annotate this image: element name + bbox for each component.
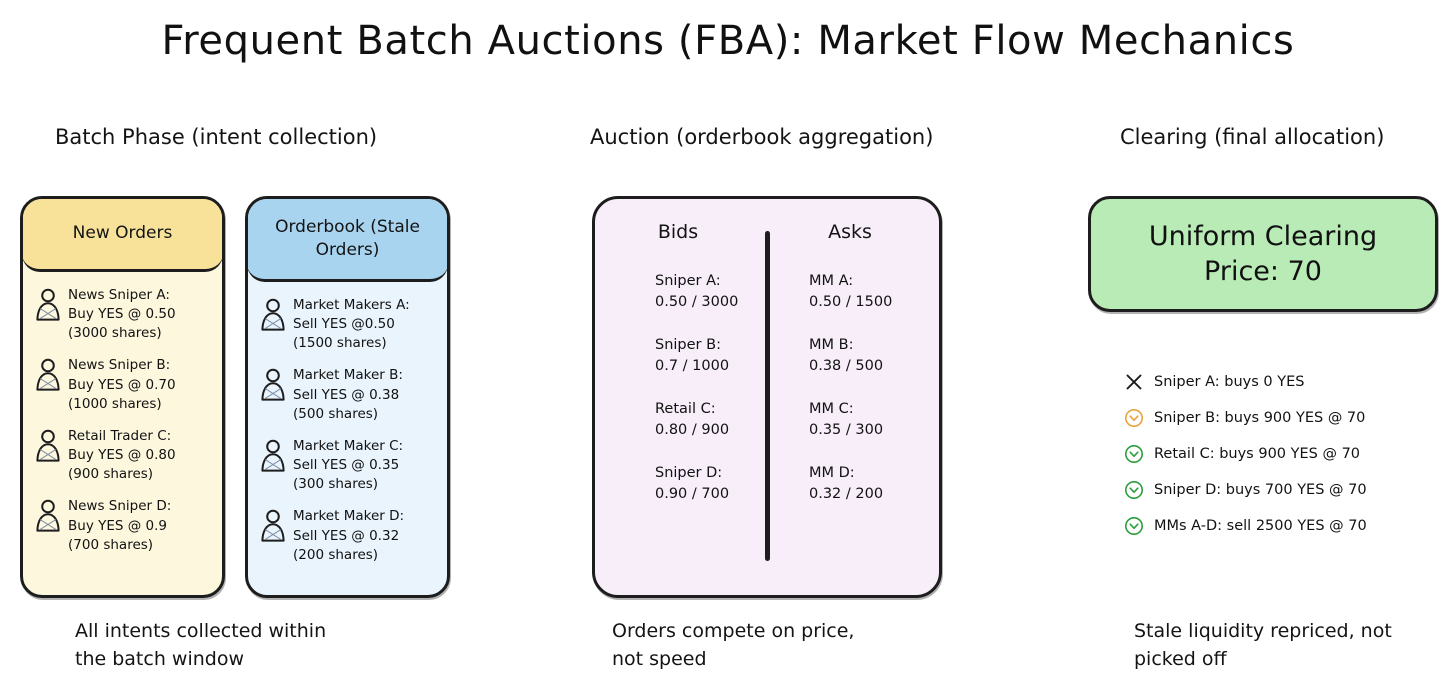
person-icon [35,358,61,392]
order-text: Market Maker D: Sell YES @ 0.32 (200 sha… [293,508,405,563]
person-icon [260,368,286,402]
uniform-clearing-price-box: Uniform Clearing Price: 70 [1088,196,1438,312]
chevron-down-circle-icon [1124,408,1144,428]
order-text: News Sniper B: Buy YES @ 0.70 (1000 shar… [68,357,176,412]
x-icon [1124,372,1144,392]
orderbook-card: Orderbook (Stale Orders) Market Makers A… [245,196,450,598]
auction-entry: Sniper D: 0.90 / 700 [655,465,730,503]
auction-entry: Sniper B: 0.7 / 1000 [655,337,730,375]
person-icon [35,429,61,463]
page-title: Frequent Batch Auctions (FBA): Market Fl… [161,18,1295,64]
auction-entry: Sniper A: 0.50 / 3000 [655,273,739,311]
allocation-text: Sniper B: buys 900 YES @ 70 [1154,410,1366,426]
chevron-down-circle-icon [1124,480,1144,500]
chevron-down-circle-icon [1124,444,1144,464]
column-header-clearing: Clearing (final allocation) [1120,125,1385,149]
chevron-down-circle-icon [1124,516,1144,536]
order-text: News Sniper A: Buy YES @ 0.50 (3000 shar… [68,287,176,342]
new-orders-card-title: New Orders [23,199,222,272]
caption-clearing: Stale liquidity repriced, not picked off [1134,620,1392,670]
order-text: News Sniper D: Buy YES @ 0.9 (700 shares… [68,498,172,553]
allocation-row: Retail C: buys 900 YES @ 70 [1124,436,1454,472]
new-orders-card: New Orders News Sniper A: Buy YES @ 0.50… [20,196,225,598]
caption-batch-phase: All intents collected within the batch w… [75,620,327,670]
auction-entry: Retail C: 0.80 / 900 [655,401,730,439]
asks-entries: MM A: 0.50 / 1500 MM B: 0.38 / 500 MM C: 0… [767,271,927,505]
order-row: Market Maker C: Sell YES @ 0.35 (300 sha… [258,437,437,494]
allocation-text: Sniper D: buys 700 YES @ 70 [1154,482,1367,498]
order-row: Market Maker D: Sell YES @ 0.32 (200 sha… [258,507,437,564]
bids-title: Bids [657,221,699,243]
order-row: News Sniper D: Buy YES @ 0.9 (700 shares… [33,497,212,554]
new-orders-list: News Sniper A: Buy YES @ 0.50 (3000 shar… [23,272,222,565]
clearing-price-text: Uniform Clearing Price: 70 [1148,220,1378,287]
person-icon [260,439,286,473]
column-header-auction: Auction (orderbook aggregation) [590,125,934,149]
allocation-row: Sniper B: buys 900 YES @ 70 [1124,400,1454,436]
column-header-batch-phase: Batch Phase (intent collection) [55,125,378,149]
order-row: Market Makers A: Sell YES @0.50 (1500 sh… [258,296,437,353]
order-text: Market Maker C: Sell YES @ 0.35 (300 sha… [293,437,404,493]
order-row: Market Maker B: Sell YES @ 0.38 (500 sha… [258,366,437,423]
person-icon [260,298,286,332]
asks-title: Asks [828,221,872,243]
person-icon [35,499,61,533]
allocation-row: Sniper A: buys 0 YES [1124,364,1454,400]
order-text: Market Makers A: Sell YES @0.50 (1500 sh… [293,297,410,352]
allocation-row: MMs A-D: sell 2500 YES @ 70 [1124,508,1454,544]
person-icon [35,288,61,322]
auction-divider [765,231,770,561]
caption-auction: Orders compete on price, not speed [612,620,855,670]
allocation-text: MMs A-D: sell 2500 YES @ 70 [1154,518,1367,534]
orderbook-list: Market Makers A: Sell YES @0.50 (1500 sh… [248,282,447,575]
order-text: Retail Trader C: Buy YES @ 0.80 (900 sha… [68,427,176,483]
auction-entry: MM B: 0.38 / 500 [809,337,884,375]
auction-entry: MM A: 0.50 / 1500 [809,273,893,311]
orderbook-card-title: Orderbook (Stale Orders) [248,199,447,282]
person-icon [260,509,286,543]
auction-entry: MM D: 0.32 / 200 [809,465,884,503]
auction-entry: MM C: 0.35 / 300 [809,401,884,439]
allocation-text: Sniper A: buys 0 YES [1154,374,1305,390]
allocation-list: Sniper A: buys 0 YES Sniper B: buys 900 Y… [1124,364,1454,544]
allocation-row: Sniper D: buys 700 YES @ 70 [1124,472,1454,508]
allocation-text: Retail C: buys 900 YES @ 70 [1154,446,1361,462]
order-row: News Sniper B: Buy YES @ 0.70 (1000 shar… [33,356,212,413]
order-text: Market Maker B: Sell YES @ 0.38 (500 sha… [293,367,403,422]
order-row: News Sniper A: Buy YES @ 0.50 (3000 shar… [33,286,212,343]
order-row: Retail Trader C: Buy YES @ 0.80 (900 sha… [33,427,212,484]
